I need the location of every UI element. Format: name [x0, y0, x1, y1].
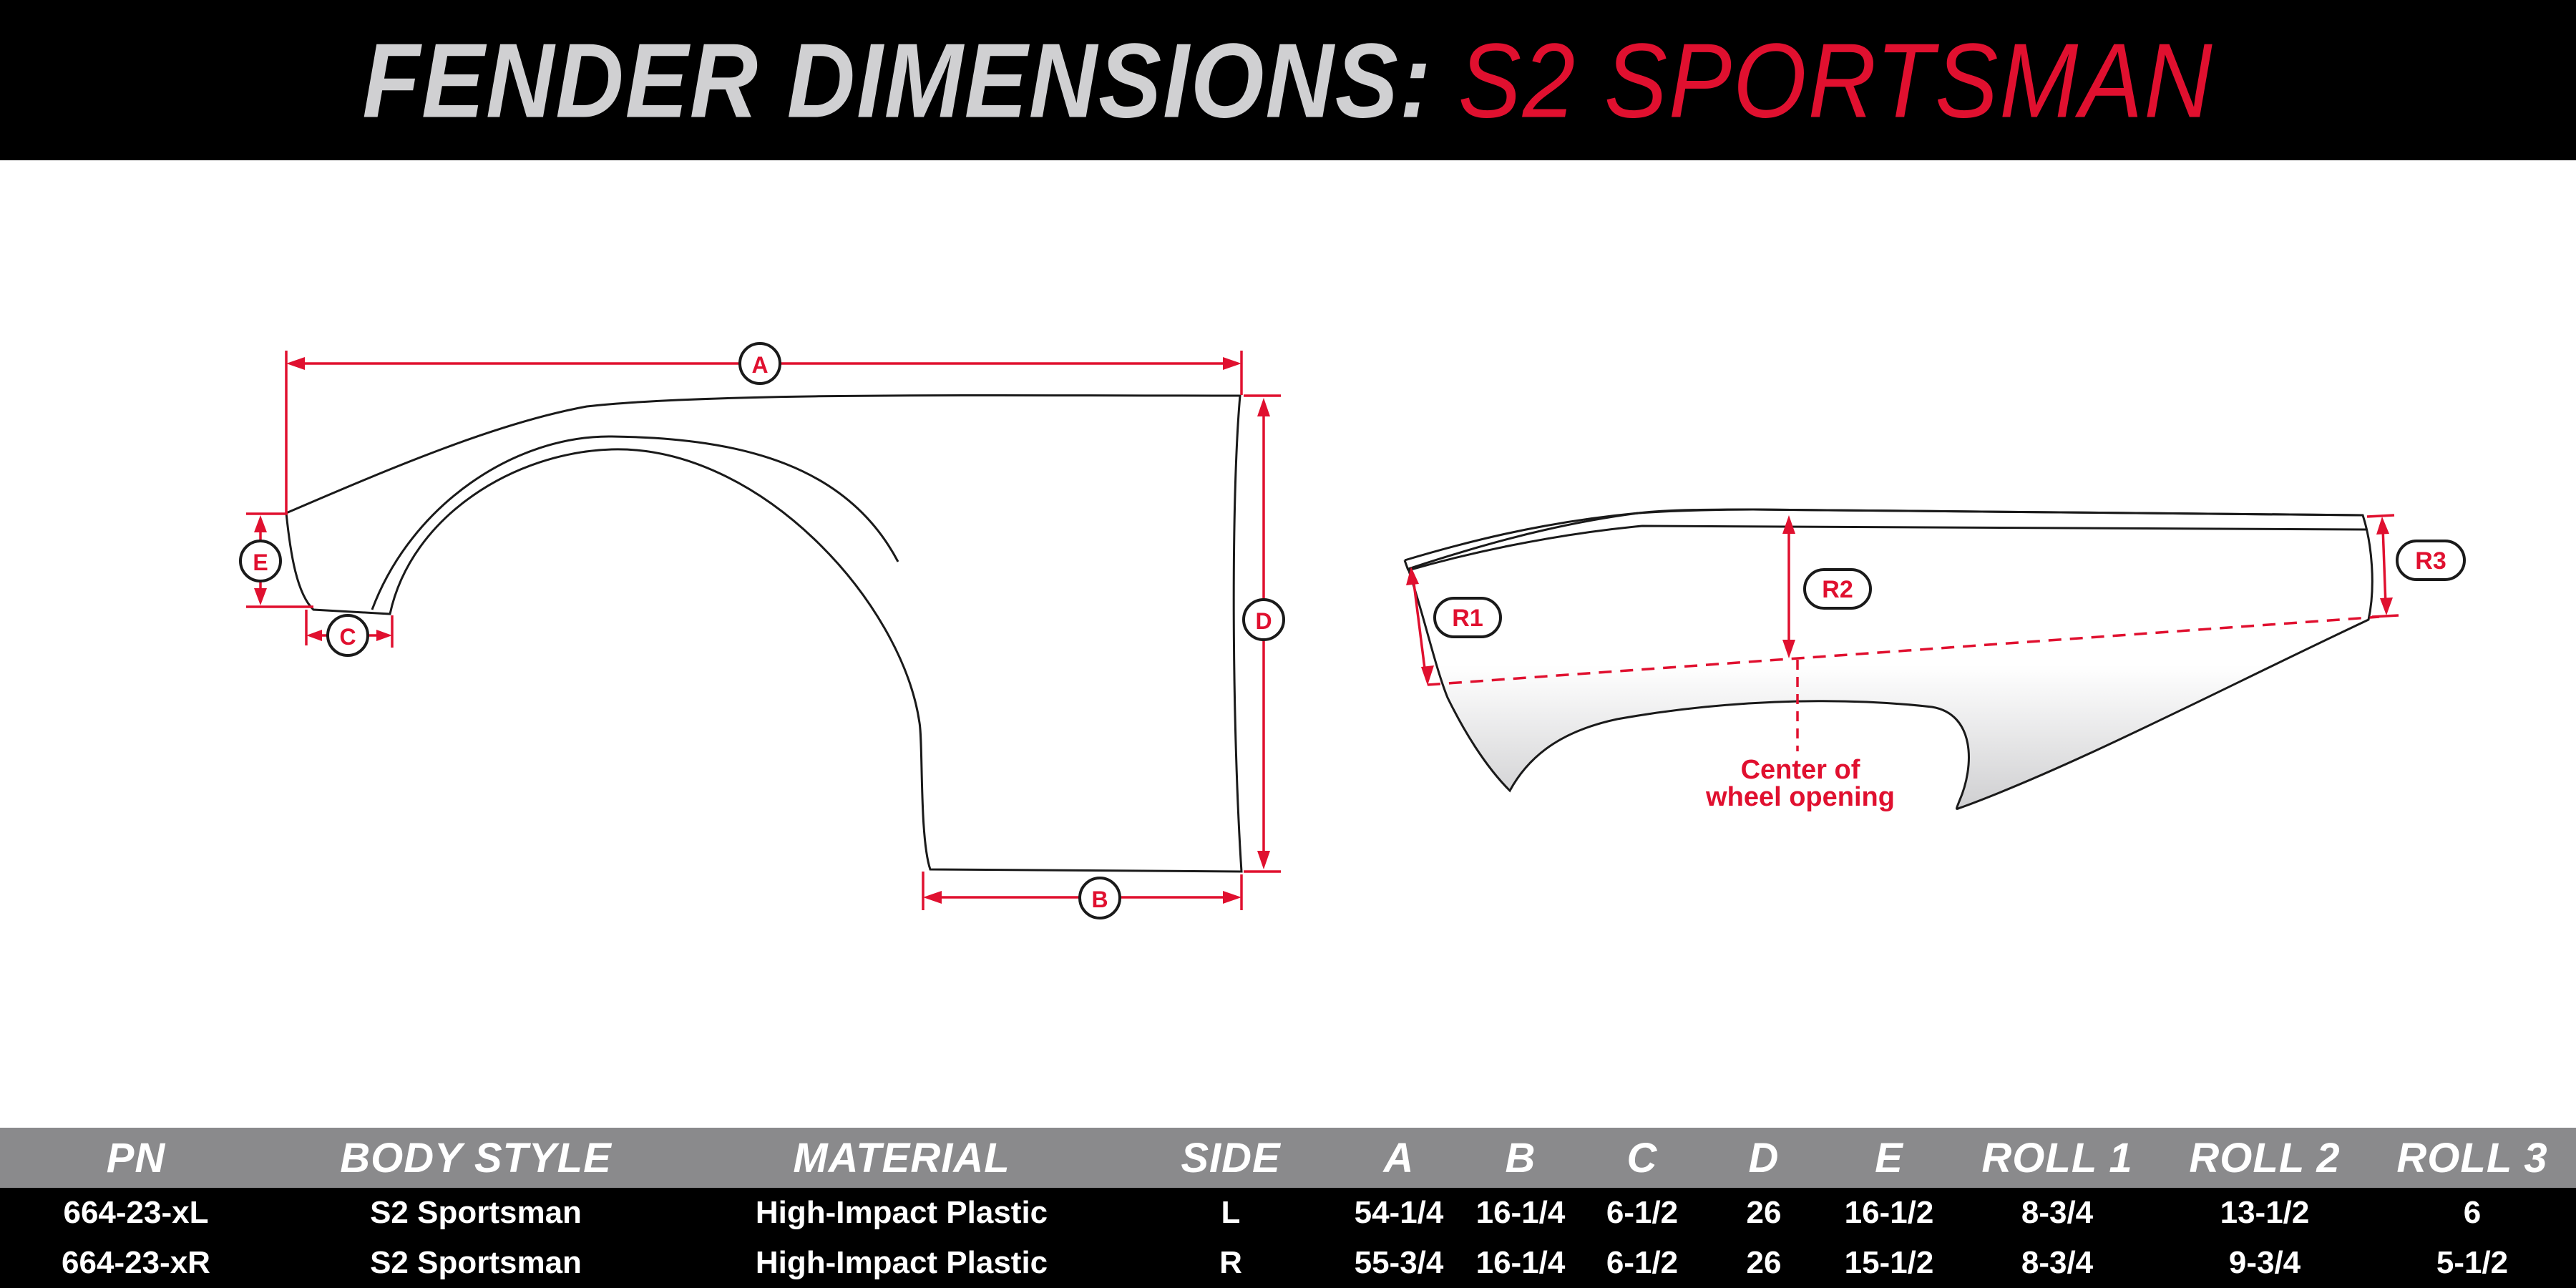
cell-e: 15-1/2 [1844, 1245, 1934, 1280]
reference-line [1427, 615, 2380, 686]
svg-text:E: E [253, 550, 268, 575]
cell-roll-2: 13-1/2 [2220, 1195, 2310, 1230]
center-note-line1: Center of [1741, 755, 1860, 785]
label-r1: R1 [1433, 597, 1502, 638]
label-d: D [1242, 598, 1285, 641]
cell-roll-1: 8-3/4 [2021, 1245, 2094, 1280]
svg-text:B: B [1091, 887, 1108, 912]
cell-body-style: S2 Sportsman [370, 1245, 582, 1280]
table-row: 664-23-xR S2 Sportsman High-Impact Plast… [0, 1238, 2576, 1288]
col-header-roll-2: ROLL 2 [2189, 1134, 2341, 1181]
cell-b: 16-1/4 [1475, 1195, 1566, 1230]
page-title: FENDER DIMENSIONS: S2 SPORTSMAN [0, 0, 2576, 170]
cell-e: 16-1/2 [1844, 1195, 1934, 1230]
cell-c: 6-1/2 [1606, 1245, 1679, 1280]
table-header-row: PN BODY STYLE MATERIAL SIDE A B C D E RO… [0, 1128, 2576, 1188]
cell-d: 26 [1746, 1195, 1782, 1230]
dimension-r3 [2366, 514, 2399, 618]
col-header-roll-3: ROLL 3 [2396, 1134, 2548, 1181]
cell-pn: 664-23-xL [63, 1195, 209, 1230]
cell-roll-3: 5-1/2 [2436, 1245, 2509, 1280]
left-fender: A D B [239, 342, 1285, 919]
right-fender-top-edge [1407, 525, 2368, 572]
col-header-e: E [1875, 1134, 1903, 1181]
svg-text:D: D [1255, 608, 1272, 634]
dimension-r2 [1782, 515, 1795, 658]
label-a: A [738, 342, 781, 385]
left-fender-inner-arch [371, 435, 899, 610]
cell-c: 6-1/2 [1606, 1195, 1679, 1230]
svg-text:C: C [339, 624, 356, 650]
svg-text:R2: R2 [1822, 576, 1853, 603]
dimensions-table: PN BODY STYLE MATERIAL SIDE A B C D E RO… [0, 1128, 2576, 1288]
label-b: B [1078, 877, 1121, 919]
right-fender-roll-line [1404, 508, 2363, 562]
cell-roll-1: 8-3/4 [2021, 1195, 2094, 1230]
col-header-body-style: BODY STYLE [340, 1134, 612, 1181]
header-bar: FENDER DIMENSIONS: S2 SPORTSMAN [0, 0, 2576, 160]
center-note-line2: wheel opening [1705, 782, 1895, 812]
cell-a: 54-1/4 [1354, 1195, 1444, 1230]
col-header-a: A [1383, 1134, 1415, 1181]
right-fender-body [1407, 508, 2373, 810]
col-header-roll-1: ROLL 1 [1981, 1134, 2133, 1181]
cell-roll-2: 9-3/4 [2228, 1245, 2301, 1280]
col-header-pn: PN [106, 1134, 166, 1181]
svg-text:A: A [751, 352, 768, 378]
cell-body-style: S2 Sportsman [370, 1195, 582, 1230]
svg-text:R1: R1 [1452, 605, 1483, 632]
col-header-d: D [1748, 1134, 1780, 1181]
cell-b: 16-1/4 [1475, 1245, 1566, 1280]
cell-pn: 664-23-xR [62, 1245, 210, 1280]
table-row: 664-23-xL S2 Sportsman High-Impact Plast… [0, 1188, 2576, 1238]
col-header-c: C [1626, 1134, 1658, 1181]
cell-side: L [1221, 1195, 1241, 1230]
cell-side: R [1219, 1245, 1242, 1280]
svg-text:R3: R3 [2415, 547, 2446, 575]
cell-roll-3: 6 [2463, 1195, 2482, 1230]
cell-material: High-Impact Plastic [755, 1195, 1048, 1230]
label-r2: R2 [1803, 568, 1872, 610]
col-header-material: MATERIAL [793, 1134, 1010, 1181]
cell-a: 55-3/4 [1354, 1245, 1444, 1280]
cell-material: High-Impact Plastic [755, 1245, 1048, 1280]
col-header-b: B [1505, 1134, 1536, 1181]
dimension-r1 [1406, 567, 1434, 686]
left-fender-outline [285, 394, 1243, 873]
cell-d: 26 [1746, 1245, 1782, 1280]
col-header-side: SIDE [1181, 1134, 1281, 1181]
right-fender-end [1403, 560, 1410, 571]
label-e: E [239, 540, 282, 582]
label-c: C [326, 614, 369, 657]
title-main-text: FENDER DIMENSIONS: [362, 21, 1433, 140]
right-fender: R1 R2 R3 Center of wheel opening [1403, 508, 2466, 812]
label-r3: R3 [2396, 540, 2466, 581]
title-accent-text: S2 SPORTSMAN [1458, 21, 2214, 140]
